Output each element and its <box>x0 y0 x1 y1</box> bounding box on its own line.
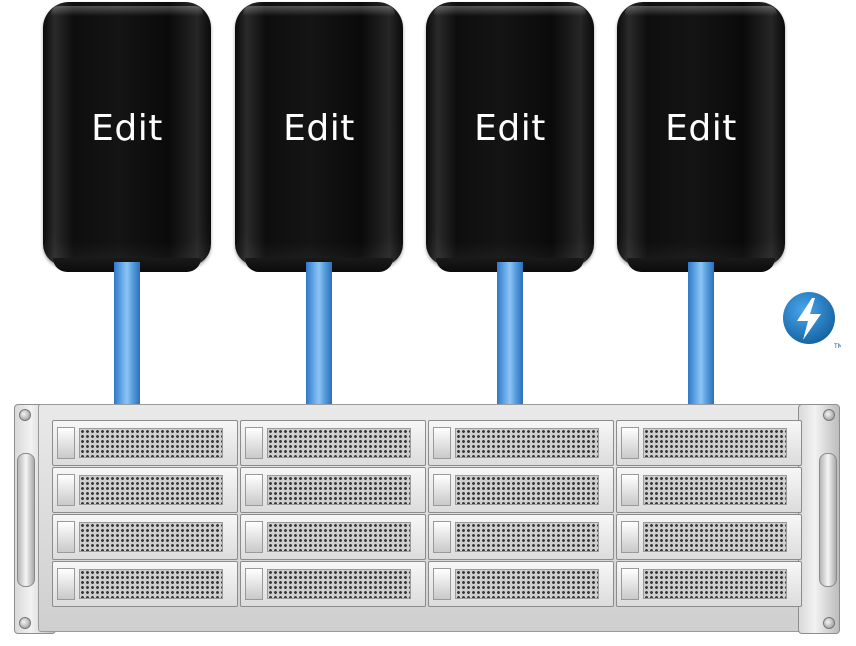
workstation-label: Edit <box>91 108 163 149</box>
drive-bay-latch <box>245 474 263 506</box>
drive-bay-latch <box>621 427 639 459</box>
drive-bay-vent <box>267 475 411 505</box>
cable-4 <box>688 262 714 410</box>
drive-bay-latch <box>57 521 75 553</box>
drive-bay-latch <box>57 427 75 459</box>
drive-bay-latch <box>245 568 263 600</box>
drive-bay-vent <box>455 522 599 552</box>
drive-bay-vent <box>643 428 787 458</box>
drive-bay <box>428 514 614 560</box>
rack-handle <box>819 453 837 587</box>
drive-bay-vent <box>643 475 787 505</box>
drive-bay-latch <box>433 521 451 553</box>
drive-bay-vent <box>79 428 223 458</box>
drive-bay-vent <box>267 522 411 552</box>
drive-bay-latch <box>433 474 451 506</box>
drive-bay <box>240 467 426 513</box>
cable-1 <box>114 262 140 410</box>
drive-bay-latch <box>621 474 639 506</box>
drive-bay-vent <box>643 569 787 599</box>
drive-bay <box>52 420 238 466</box>
workstation-body <box>426 2 594 266</box>
drive-bay-latch <box>621 521 639 553</box>
screw-icon <box>823 617 835 629</box>
drive-bay <box>52 561 238 607</box>
drive-bay-vent <box>455 569 599 599</box>
drive-bay <box>52 467 238 513</box>
drive-bay <box>616 561 802 607</box>
drive-bay <box>52 514 238 560</box>
drive-bay <box>616 514 802 560</box>
drive-bay <box>616 420 802 466</box>
drive-bay <box>428 561 614 607</box>
workstation-label: Edit <box>474 108 546 149</box>
trademark-mark: TM <box>833 343 841 350</box>
drive-bay <box>428 420 614 466</box>
workstation-4: Edit <box>617 2 785 272</box>
workstation-label: Edit <box>283 108 355 149</box>
screw-icon <box>19 409 31 421</box>
workstation-1: Edit <box>43 2 211 272</box>
drive-bay <box>240 420 426 466</box>
drive-bay <box>428 467 614 513</box>
drive-bay <box>616 467 802 513</box>
drive-bay-latch <box>245 427 263 459</box>
lightning-bolt-icon: TM <box>781 290 843 350</box>
cable-3 <box>497 262 523 410</box>
drive-bay-vent <box>267 569 411 599</box>
drive-bay-latch <box>433 568 451 600</box>
drive-bay-vent <box>267 428 411 458</box>
workstation-body <box>43 2 211 266</box>
drive-bay-vent <box>455 475 599 505</box>
drive-bay <box>240 561 426 607</box>
drive-bay-vent <box>79 522 223 552</box>
drive-bay-vent <box>455 428 599 458</box>
workstation-body <box>617 2 785 266</box>
storage-rack <box>14 404 840 634</box>
drive-bay-latch <box>433 427 451 459</box>
drive-bay-vent <box>79 569 223 599</box>
screw-icon <box>19 617 31 629</box>
drive-bay <box>240 514 426 560</box>
workstation-3: Edit <box>426 2 594 272</box>
drive-bay-latch <box>57 568 75 600</box>
workstation-label: Edit <box>665 108 737 149</box>
rack-ear-right <box>798 404 840 634</box>
screw-icon <box>823 409 835 421</box>
drive-bay-vent <box>643 522 787 552</box>
workstation-2: Edit <box>235 2 403 272</box>
cable-2 <box>306 262 332 410</box>
workstation-body <box>235 2 403 266</box>
drive-bay-latch <box>57 474 75 506</box>
drive-bay-latch <box>621 568 639 600</box>
drive-bay-vent <box>79 475 223 505</box>
rack-handle <box>17 453 35 587</box>
drive-bay-latch <box>245 521 263 553</box>
